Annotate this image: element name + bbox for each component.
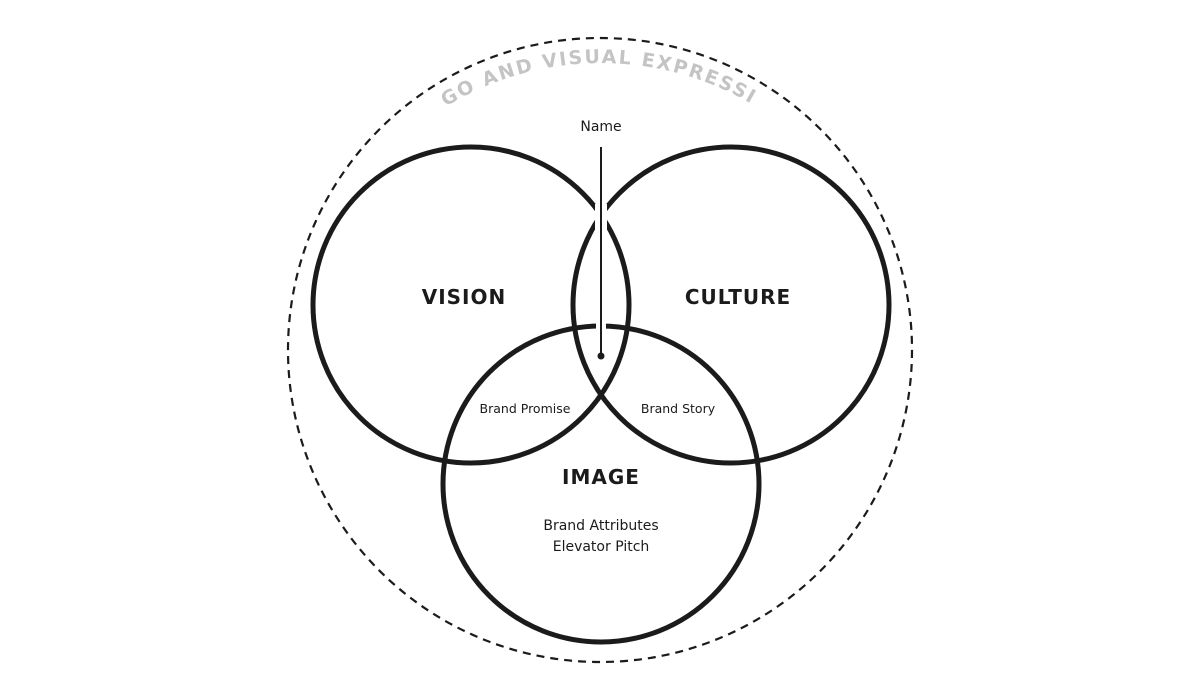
vision-label: VISION — [422, 285, 507, 309]
name-label: Name — [580, 119, 621, 135]
vision-circle — [310, 144, 632, 466]
outer-circle-label-path: LOGO AND VISUAL EXPRESSION — [0, 0, 759, 111]
elevator-pitch-label: Elevator Pitch — [553, 539, 650, 555]
image-label: IMAGE — [562, 465, 640, 489]
brand-attributes-label: Brand Attributes — [543, 518, 658, 534]
culture-label: CULTURE — [685, 285, 791, 309]
outer-circle-label: LOGO AND VISUAL EXPRESSION — [0, 0, 761, 111]
name-pointer-dot — [597, 352, 605, 360]
outer-dashed-circle — [286, 36, 914, 664]
culture-circle — [570, 144, 892, 466]
brand-promise-label: Brand Promise — [480, 401, 571, 416]
brand-story-label: Brand Story — [641, 401, 716, 416]
